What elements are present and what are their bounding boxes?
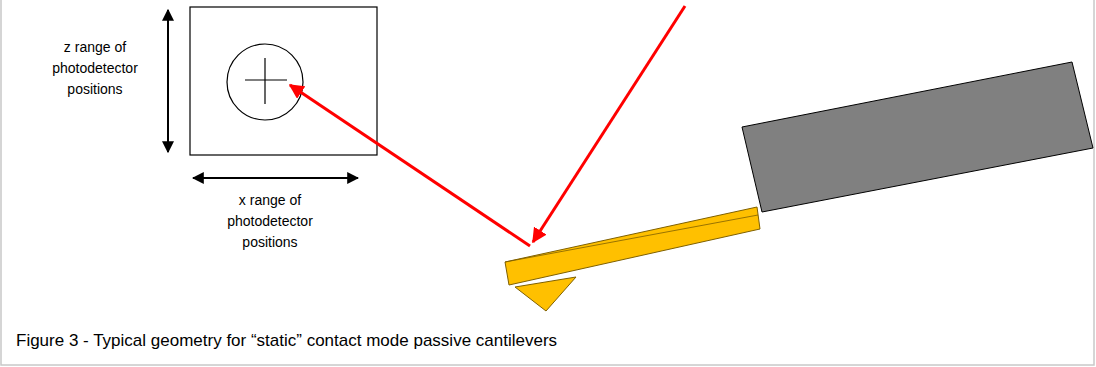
cantilever-holder bbox=[742, 62, 1093, 212]
cantilever-beam bbox=[505, 207, 760, 285]
x-range-label: x range of photodetector positions bbox=[215, 190, 325, 253]
z-range-label: z range of photodetector positions bbox=[40, 37, 150, 100]
crosshair bbox=[264, 58, 265, 104]
reflected-laser bbox=[290, 85, 530, 246]
z-range-arrow bbox=[167, 10, 169, 152]
cantilever-tip bbox=[515, 277, 576, 311]
incident-laser bbox=[533, 6, 685, 242]
x-range-arrow bbox=[193, 177, 358, 179]
detector-circle bbox=[227, 44, 303, 120]
figure-caption: Figure 3 - Typical geometry for “static”… bbox=[16, 330, 557, 352]
crosshair bbox=[245, 79, 287, 80]
photodetector-box bbox=[190, 7, 377, 155]
beam-edge bbox=[505, 215, 758, 262]
